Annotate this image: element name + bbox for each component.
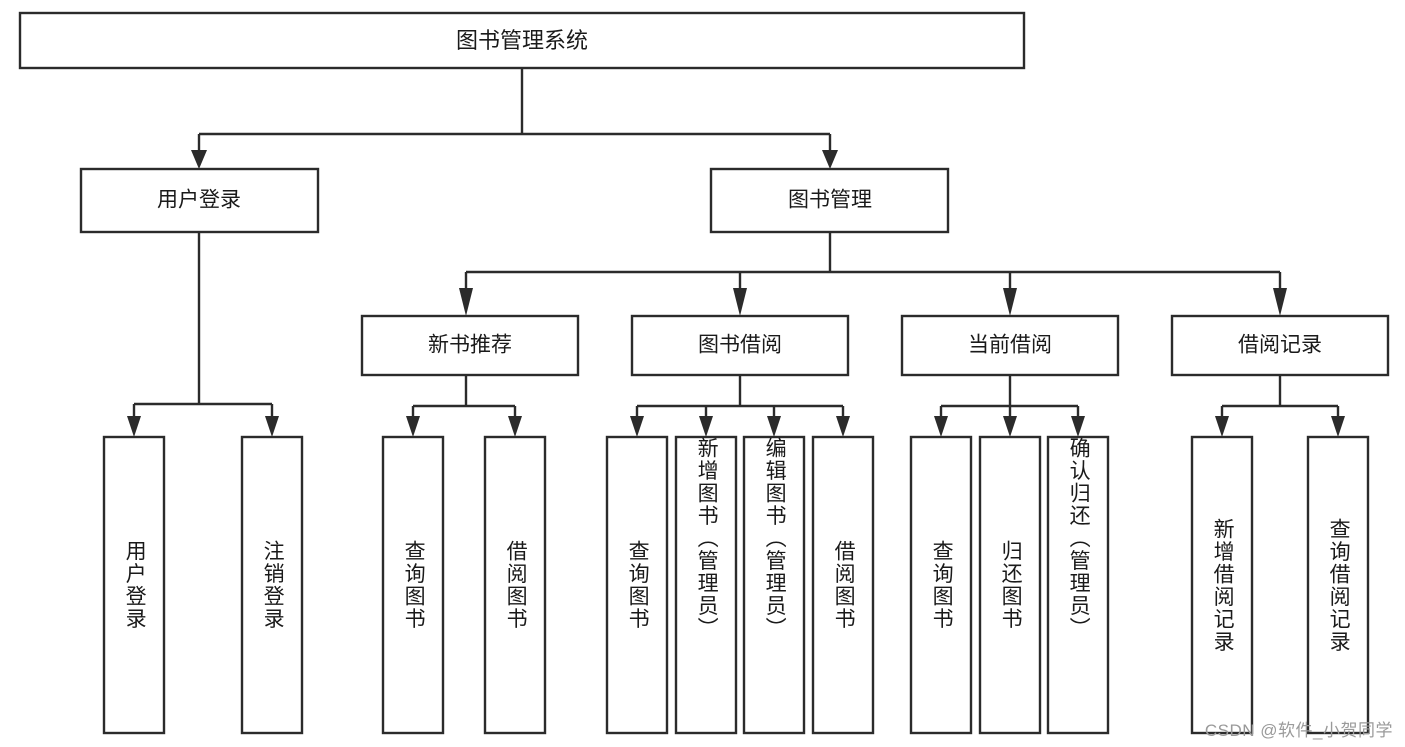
leaf-box-edit-book[interactable] [742, 435, 806, 735]
node-label-user-login: 用户登录 [157, 189, 241, 212]
arrow-head-leaf-logout [265, 416, 279, 437]
arrow-head-leaf-borrow-book-a [508, 416, 522, 437]
leaf-box-logout[interactable] [240, 435, 304, 735]
arrow-head-new-book-rec [459, 288, 473, 316]
arrow-head-leaf-borrow-book-b [836, 416, 850, 437]
leaf-box-borrow-book-a[interactable] [483, 435, 547, 735]
watermark-text: CSDN @软件_小贺同学 [1204, 721, 1393, 740]
arrow-head-leaf-query-book-c [934, 416, 948, 437]
arrow-head-current-borrow [1003, 288, 1017, 316]
arrow-head-leaf-query-record [1331, 416, 1345, 437]
node-label-book-borrow: 图书借阅 [698, 334, 782, 357]
leaf-box-user-login[interactable] [102, 435, 166, 735]
arrow-head-leaf-add-record [1215, 416, 1229, 437]
arrow-head-leaf-query-book-a [406, 416, 420, 437]
leaf-box-borrow-book-b[interactable] [811, 435, 875, 735]
node-label-root: 图书管理系统 [456, 28, 588, 53]
leaf-box-add-record[interactable] [1190, 435, 1254, 735]
arrow-head-leaf-user-login [127, 416, 141, 437]
node-box-current-borrow[interactable] [900, 314, 1120, 377]
arrow-head-leaf-query-book-b [630, 416, 644, 437]
arrow-head-user-login [191, 150, 207, 169]
node-box-new-book-rec[interactable] [360, 314, 580, 377]
nodes-layer: 图书管理系统 用户登录 图书管理 新书推荐 图书借阅 当前借阅 借阅记录 [18, 11, 1390, 735]
leaf-box-query-record[interactable] [1306, 435, 1370, 735]
node-label-current-borrow: 当前借阅 [968, 334, 1052, 357]
leaf-box-confirm-return[interactable] [1046, 435, 1110, 735]
arrow-head-leaf-add-book [699, 416, 713, 437]
node-box-root[interactable] [18, 11, 1026, 70]
arrow-head-leaf-return-book [1003, 416, 1017, 437]
leaf-box-query-book-c[interactable] [909, 435, 973, 735]
node-label-new-book-rec: 新书推荐 [428, 334, 512, 357]
node-box-borrow-record[interactable] [1170, 314, 1390, 377]
arrow-head-leaf-edit-book [767, 416, 781, 437]
arrow-head-book-borrow [733, 288, 747, 316]
node-label-book-mgmt: 图书管理 [788, 189, 872, 212]
leaf-box-add-book[interactable] [674, 435, 738, 735]
leaf-box-query-book-b[interactable] [605, 435, 669, 735]
arrow-head-book-mgmt [822, 150, 838, 169]
leaf-box-query-book-a[interactable] [381, 435, 445, 735]
arrow-head-leaf-confirm-return [1071, 416, 1085, 437]
connectors-layer [127, 68, 1345, 437]
leaf-box-return-book[interactable] [978, 435, 1042, 735]
arrow-head-borrow-record [1273, 288, 1287, 316]
node-label-borrow-record: 借阅记录 [1238, 334, 1322, 357]
node-box-user-login[interactable] [79, 167, 320, 234]
node-box-book-borrow[interactable] [630, 314, 850, 377]
node-box-book-mgmt[interactable] [709, 167, 950, 234]
